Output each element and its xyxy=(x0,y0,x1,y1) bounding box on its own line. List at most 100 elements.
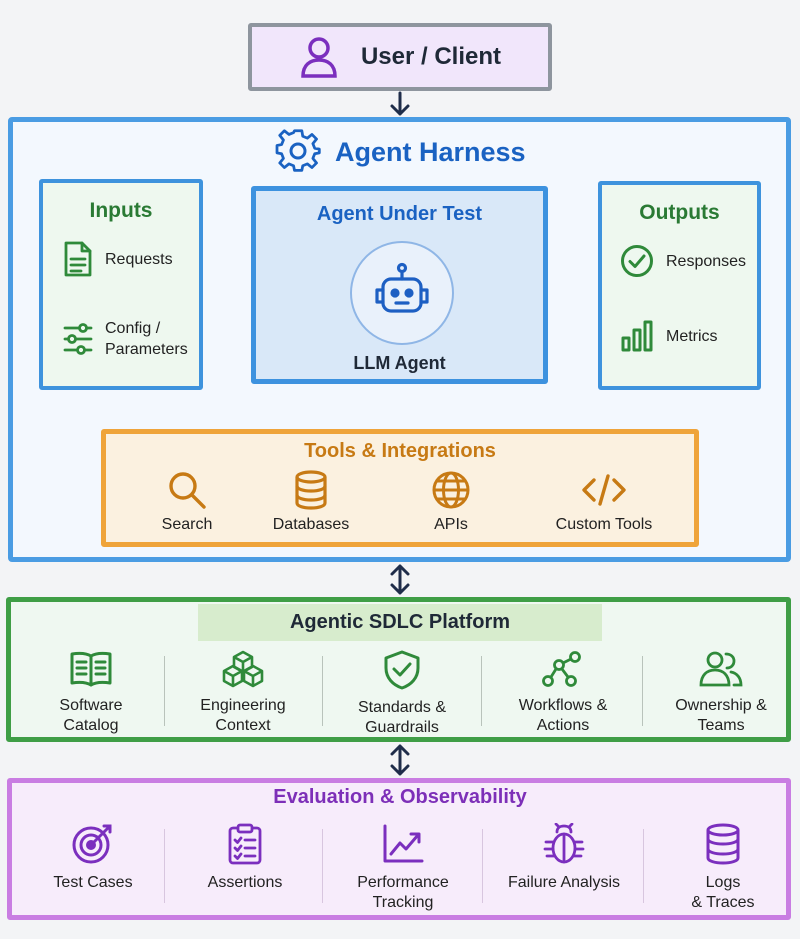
ownership-label: Ownership & xyxy=(675,697,767,714)
document-icon xyxy=(63,241,93,277)
tool-apis: APIs xyxy=(401,470,501,534)
software-catalog-label: Software Catalog xyxy=(59,696,122,736)
config-parameters-label: Config / Parameters xyxy=(105,318,188,360)
globe-icon xyxy=(431,470,471,510)
evaluation-observability-box: Test Cases Assertions Performance xyxy=(7,778,791,920)
platform-item-ownership-teams: Ownership & Teams xyxy=(651,650,791,736)
workflows-actions-label: Workflows & Actions xyxy=(519,696,608,736)
context-label: Context xyxy=(215,717,271,734)
performance-tracking-label: Performance Tracking xyxy=(357,873,449,913)
platform-item-engineering-context: Engineering Context xyxy=(173,650,313,736)
failure-analysis-line1: Failure Analysis xyxy=(507,874,621,891)
cubes-icon xyxy=(221,650,265,688)
test-cases-label: Test Cases xyxy=(53,873,132,893)
target-icon xyxy=(71,823,115,865)
logs-icon xyxy=(704,823,742,865)
check-circle-icon xyxy=(620,244,654,278)
bar-chart-icon xyxy=(620,319,654,353)
agent-under-test-box: Agent Under Test LLM Agent xyxy=(251,186,548,384)
tools-integrations-box: Tools & Integrations Search Databases xyxy=(101,429,699,547)
evaluation-divider xyxy=(322,829,323,903)
evaluation-divider xyxy=(643,829,644,903)
sliders-icon xyxy=(63,322,93,356)
user-client-box: User / Client xyxy=(248,23,552,91)
assertions-line1: Assertions xyxy=(207,874,283,891)
custom-tools-label: Custom Tools xyxy=(555,516,653,533)
platform-item-software-catalog: Software Catalog xyxy=(21,650,161,736)
traces-label: & Traces xyxy=(691,894,755,911)
book-icon xyxy=(69,650,113,688)
input-item-requests: Requests xyxy=(63,241,173,277)
agent-under-test-title: Agent Under Test xyxy=(316,203,483,225)
assertions-label: Assertions xyxy=(208,873,283,893)
standards-label: Standards & xyxy=(357,699,447,716)
arrow-harness-platform xyxy=(390,564,410,595)
code-icon xyxy=(581,470,627,510)
actions-label: Actions xyxy=(536,717,590,734)
agent-harness-label: Agent Harness xyxy=(335,136,526,167)
requests-label: Requests xyxy=(105,250,173,268)
teams-label: Teams xyxy=(697,717,745,734)
guardrails-label: Guardrails xyxy=(365,719,439,736)
search-label: Search xyxy=(161,516,213,533)
robot-icon-circle xyxy=(350,241,454,345)
platform-divider xyxy=(164,656,165,726)
bug-icon xyxy=(542,823,586,865)
team-icon xyxy=(699,650,743,688)
performance-label: Performance xyxy=(357,874,449,891)
output-item-responses: Responses xyxy=(620,244,746,278)
user-client-label: User / Client xyxy=(360,43,502,70)
evaluation-item-performance-tracking: Performance Tracking xyxy=(333,823,473,913)
outputs-title: Outputs xyxy=(639,201,720,224)
responses-label: Responses xyxy=(666,252,747,270)
metrics-label: Metrics xyxy=(666,327,718,345)
tool-search: Search xyxy=(137,470,237,534)
tools-integrations-title: Tools & Integrations xyxy=(304,440,496,462)
software-label: Software xyxy=(59,697,123,714)
gear-icon xyxy=(275,129,321,175)
workflows-label: Workflows & xyxy=(518,697,608,714)
agentic-sdlc-platform-title: Agentic SDLC Platform xyxy=(198,604,602,641)
tool-custom-tools: Custom Tools xyxy=(544,470,664,534)
engineering-label: Engineering xyxy=(200,697,286,714)
ownership-teams-label: Ownership & Teams xyxy=(675,696,767,736)
test-cases-line1: Test Cases xyxy=(53,874,133,891)
user-icon xyxy=(299,35,339,79)
database-icon xyxy=(294,470,328,510)
search-icon xyxy=(167,470,207,510)
evaluation-divider xyxy=(482,829,483,903)
engineering-context-label: Engineering Context xyxy=(200,696,285,736)
platform-divider xyxy=(322,656,323,726)
arrow-platform-evaluation xyxy=(390,744,410,776)
trend-icon xyxy=(381,823,425,865)
evaluation-observability-title: Evaluation & Observability xyxy=(273,786,527,808)
logs-traces-label: Logs & Traces xyxy=(691,873,754,913)
failure-analysis-label: Failure Analysis xyxy=(508,873,620,893)
evaluation-item-logs-traces: Logs & Traces xyxy=(653,823,793,913)
output-item-metrics: Metrics xyxy=(620,319,718,353)
tracking-label: Tracking xyxy=(372,894,434,911)
evaluation-item-failure-analysis: Failure Analysis xyxy=(492,823,636,893)
platform-item-workflows-actions: Workflows & Actions xyxy=(493,650,633,736)
platform-divider xyxy=(642,656,643,726)
evaluation-item-test-cases: Test Cases xyxy=(23,823,163,893)
input-item-config: Config / Parameters xyxy=(63,318,188,360)
standards-guardrails-label: Standards & Guardrails xyxy=(358,698,446,738)
apis-label: APIs xyxy=(434,516,468,533)
platform-divider xyxy=(481,656,482,726)
llm-agent-label: LLM Agent xyxy=(353,353,446,373)
inputs-title: Inputs xyxy=(89,199,153,222)
tool-databases: Databases xyxy=(261,470,361,534)
config-label: Config / xyxy=(105,320,161,337)
catalog-label: Catalog xyxy=(63,717,119,734)
shield-check-icon xyxy=(383,650,421,690)
logs-label: Logs xyxy=(705,874,741,891)
platform-item-standards-guardrails: Standards & Guardrails xyxy=(332,650,472,738)
agent-harness-title: Agent Harness xyxy=(275,128,535,176)
robot-icon xyxy=(371,262,433,324)
evaluation-divider xyxy=(164,829,165,903)
inputs-box: Inputs Requests Config / Parameters xyxy=(39,179,203,390)
workflow-icon xyxy=(541,650,585,688)
parameters-label: Parameters xyxy=(105,341,188,358)
databases-label: Databases xyxy=(272,516,350,533)
